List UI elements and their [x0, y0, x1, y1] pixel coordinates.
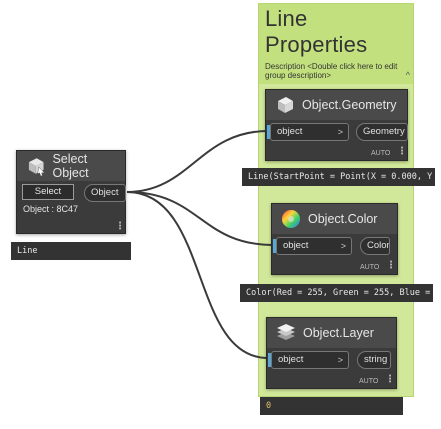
- node-title: Object.Geometry: [302, 98, 397, 112]
- wire-to-color: [126, 191, 275, 246]
- input-port-object[interactable]: object >: [273, 237, 352, 255]
- node-header[interactable]: Object.Geometry: [266, 90, 407, 120]
- object-id: Object : 8C47: [23, 204, 79, 214]
- group-title[interactable]: Line Properties: [265, 6, 368, 57]
- select-object-node[interactable]: Select Object Select Object Object : 8C4…: [16, 150, 126, 234]
- node-title: Object.Layer: [303, 326, 374, 340]
- node-menu-icon[interactable]: ⋮: [386, 260, 396, 271]
- node-header[interactable]: Object.Layer: [267, 318, 396, 348]
- chevron-right-icon: >: [337, 127, 343, 137]
- output-port-object[interactable]: Object: [84, 184, 126, 202]
- wire-to-layer: [126, 191, 269, 359]
- port-label: Object: [91, 187, 119, 198]
- port-label: Geometry: [363, 126, 405, 137]
- lacing-label[interactable]: AUTO: [371, 150, 391, 157]
- node-header[interactable]: Object.Color: [272, 204, 397, 234]
- preview-color[interactable]: Color(Red = 255, Green = 255, Blue = 2: [240, 284, 433, 302]
- node-title: Object.Color: [308, 212, 378, 226]
- output-port-string[interactable]: string: [357, 351, 391, 369]
- port-label: string: [364, 354, 388, 365]
- select-button[interactable]: Select: [22, 184, 74, 200]
- chevron-right-icon: >: [340, 241, 346, 251]
- group-description[interactable]: Description <Double click here to edit g…: [265, 62, 398, 80]
- object-geometry-node[interactable]: Object.Geometry object > Geometry AUTO ⋮: [265, 89, 408, 161]
- object-color-node[interactable]: Object.Color object > Color AUTO ⋮: [271, 203, 398, 275]
- cube-cursor-icon: [28, 158, 46, 177]
- port-rail: [273, 239, 276, 253]
- port-label: object: [278, 354, 304, 365]
- port-rail: [267, 125, 270, 139]
- input-port-object[interactable]: object >: [268, 351, 349, 369]
- input-port-object[interactable]: object >: [267, 123, 349, 141]
- preview-select-object[interactable]: Line: [11, 242, 131, 260]
- chevron-right-icon: >: [337, 355, 343, 365]
- node-menu-icon[interactable]: ⋮: [385, 374, 395, 385]
- lacing-label[interactable]: AUTO: [360, 264, 380, 271]
- preview-layer[interactable]: 0: [260, 397, 403, 415]
- port-label: object: [283, 240, 309, 251]
- object-layer-node[interactable]: Object.Layer object > string AUTO ⋮: [266, 317, 397, 389]
- lacing-label[interactable]: AUTO: [359, 378, 379, 385]
- node-title: Select Object: [52, 152, 89, 180]
- group-header[interactable]: Line Properties Description <Double clic…: [259, 4, 413, 84]
- port-rail: [268, 353, 271, 367]
- collapse-icon[interactable]: ^: [405, 70, 410, 80]
- cube-icon: [278, 97, 293, 113]
- node-menu-icon[interactable]: ⋮: [397, 146, 407, 157]
- preview-geometry[interactable]: Line(StartPoint = Point(X = 0.000, Y =: [242, 168, 435, 186]
- wire-to-geometry: [126, 130, 269, 193]
- port-label: Color: [367, 240, 390, 251]
- color-wheel-icon: [282, 210, 300, 228]
- node-header[interactable]: Select Object: [17, 151, 125, 181]
- port-label: object: [277, 126, 303, 137]
- output-port-geometry[interactable]: Geometry: [356, 123, 408, 141]
- output-port-color[interactable]: Color: [360, 237, 390, 255]
- layers-icon: [277, 324, 295, 340]
- node-menu-icon[interactable]: ⋮: [115, 221, 125, 232]
